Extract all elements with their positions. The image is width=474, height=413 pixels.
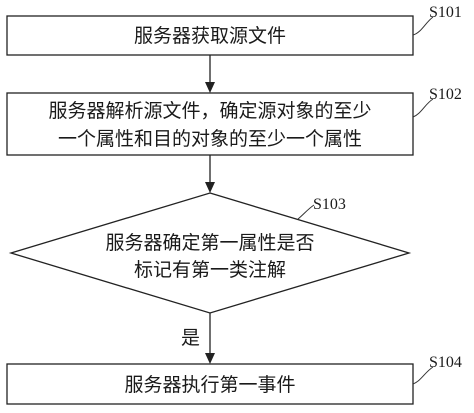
leader-line-s101 xyxy=(412,16,434,36)
leader-line-s104 xyxy=(412,366,434,385)
process-text-s102-line2: 一个属性和目的对象的至少一个属性 xyxy=(58,128,362,150)
process-text-s102-line1: 服务器解析源文件，确定源对象的至少 xyxy=(48,100,371,122)
step-s104: 服务器执行第一事件 S104 xyxy=(6,354,462,405)
arrowhead-s103-s104 xyxy=(205,353,215,364)
leader-line-s102 xyxy=(412,98,434,118)
arrowhead-s102-s103 xyxy=(205,182,215,193)
decision-text-s103-line2: 标记有第一类注解 xyxy=(134,259,286,281)
step-s103: 服务器确定第一属性是否 标记有第一类注解 S103 xyxy=(8,192,412,314)
step-s101: 服务器获取源文件 S101 xyxy=(6,4,462,56)
step-label-s103: S103 xyxy=(313,196,346,213)
leader-line-s103 xyxy=(297,204,315,220)
step-label-s104: S104 xyxy=(429,354,462,371)
process-box-s104 xyxy=(6,363,414,405)
process-text-s104: 服务器执行第一事件 xyxy=(124,374,295,396)
process-box-s101 xyxy=(6,15,414,56)
arrowhead-s101-s102 xyxy=(205,82,215,93)
step-s102: 服务器解析源文件，确定源对象的至少 一个属性和目的对象的至少一个属性 S102 xyxy=(6,86,462,156)
step-label-s101: S101 xyxy=(429,4,462,21)
edge-label-yes: 是 xyxy=(181,327,200,349)
process-box-s102 xyxy=(6,92,414,156)
decision-text-s103-line1: 服务器确定第一属性是否 xyxy=(105,232,314,254)
process-text-s101: 服务器获取源文件 xyxy=(134,25,286,47)
step-label-s102: S102 xyxy=(429,86,462,103)
